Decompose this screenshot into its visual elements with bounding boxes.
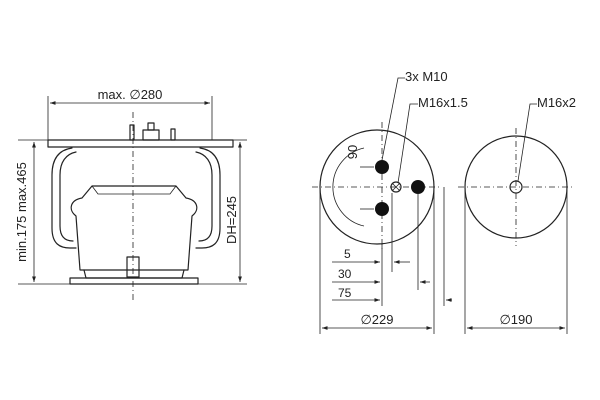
studs-label: 3x M10 [405, 69, 448, 84]
side-guard-bracket-right-inner [195, 151, 213, 242]
side-guard-bracket-inner [59, 151, 77, 242]
dim-offset-75-label: 75 [338, 286, 352, 300]
stud-hole-top [375, 160, 389, 174]
dim-offset-5-label: 5 [344, 247, 351, 261]
center-thread-label: M16x1.5 [418, 95, 468, 110]
dim-height-label: min.175 max.465 [14, 162, 29, 262]
dim-d190-label: ∅190 [499, 312, 532, 327]
side-view: max. ∅280 min.175 max.465 DH=245 [14, 87, 247, 300]
dim-dh-label: DH=245 [224, 196, 239, 244]
dim-offset-30-label: 30 [338, 267, 352, 281]
stud-hole-right [411, 180, 425, 194]
bottom-plate-view: M16x2 ∅190 [458, 95, 576, 334]
dim-angle-label: 90 [345, 145, 360, 159]
center-thread-leader [397, 103, 418, 184]
dim-width-label: max. ∅280 [98, 87, 163, 102]
bottom-thread-leader [517, 103, 537, 182]
studs-leader [381, 77, 405, 161]
side-guard-bracket [51, 147, 77, 249]
side-guard-bracket-right [195, 147, 221, 249]
bottom-thread-label: M16x2 [537, 95, 576, 110]
side-base [69, 277, 199, 285]
side-top-studs [129, 122, 176, 141]
stud-hole-bottom [375, 202, 389, 216]
side-top-plate [47, 139, 234, 148]
side-bellow-fold [91, 185, 177, 195]
center-thread-symbol [390, 181, 402, 193]
bottom-thread-hole [509, 180, 523, 194]
dim-d229-label: ∅229 [360, 312, 393, 327]
dim-angle-arc [332, 147, 365, 227]
top-plate-view: 90 3x M10 M16x1.5 5 30 75 ∅229 [312, 69, 468, 334]
side-bellow [70, 185, 198, 271]
